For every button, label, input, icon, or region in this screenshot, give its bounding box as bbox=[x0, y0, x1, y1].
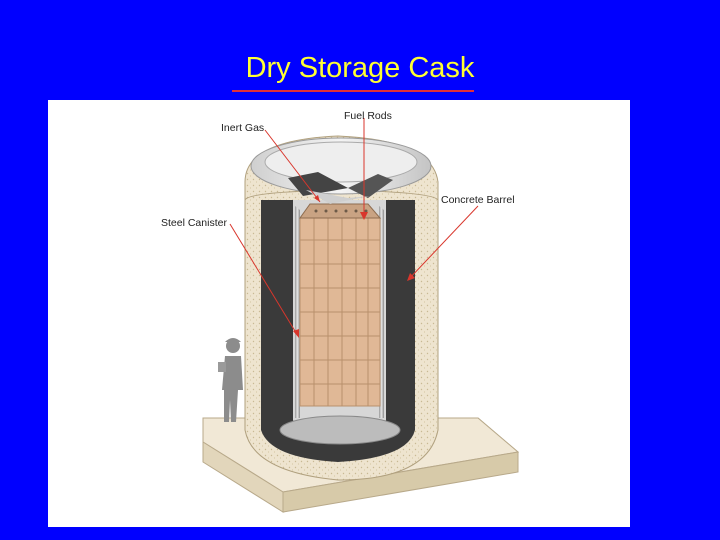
arrowhead bbox=[360, 212, 368, 220]
steel-canister-leader bbox=[229, 223, 299, 337]
fuel-assembly bbox=[299, 203, 382, 407]
title-underline bbox=[232, 90, 474, 92]
cask-illustration: Inert Gas Fuel Rods Concrete Barrel Stee… bbox=[161, 110, 520, 513]
label-concrete-barrel: Concrete Barrel bbox=[441, 194, 515, 206]
leader-lines bbox=[229, 118, 479, 337]
arrowhead bbox=[314, 195, 320, 202]
arrowhead bbox=[407, 273, 415, 281]
concrete-barrel-leader bbox=[407, 205, 479, 281]
label-fuel-rods: Fuel Rods bbox=[344, 110, 392, 122]
arrowhead bbox=[293, 329, 299, 338]
worker-silhouette bbox=[218, 338, 243, 422]
cask-diagram: Inert Gas Fuel Rods Concrete Barrel Stee… bbox=[48, 100, 630, 527]
slide-title: Dry Storage Cask bbox=[245, 52, 475, 84]
label-inert-gas: Inert Gas bbox=[221, 122, 264, 134]
label-steel-canister: Steel Canister bbox=[161, 217, 227, 229]
inert-gas-leader bbox=[264, 129, 321, 203]
cask-lid bbox=[244, 135, 439, 204]
